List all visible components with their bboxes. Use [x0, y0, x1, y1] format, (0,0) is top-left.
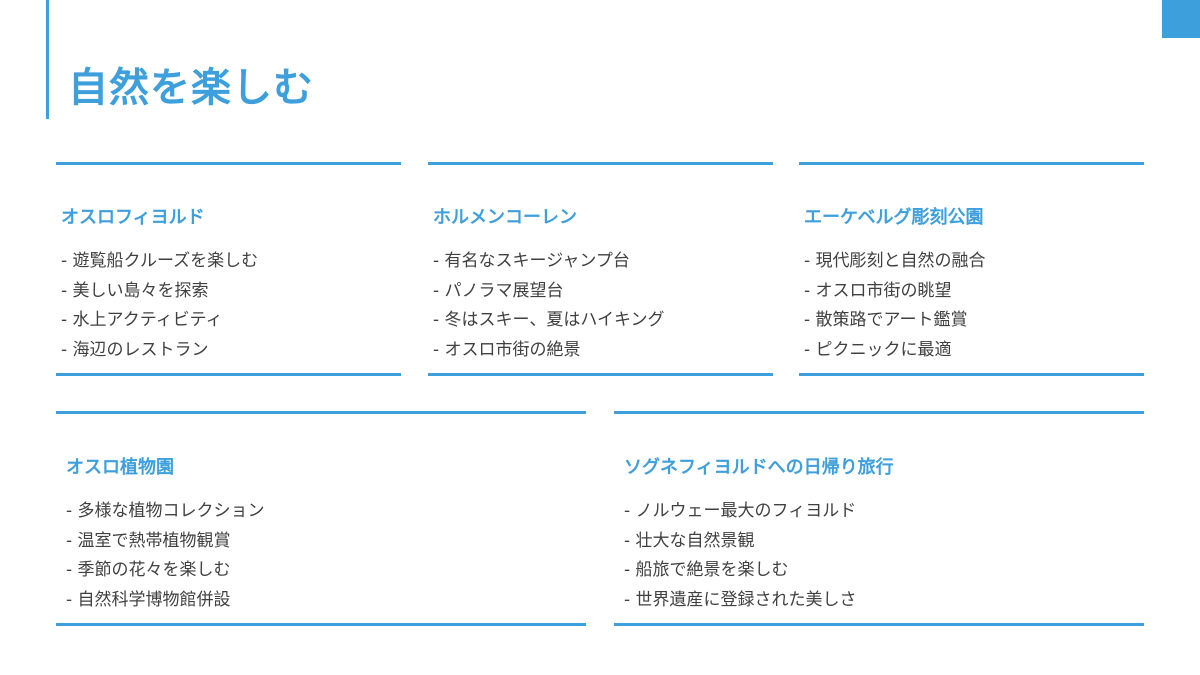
card-list: ノルウェー最大のフィヨルド 壮大な自然景観 船旅で絶景を楽しむ 世界遺産に登録さ…	[624, 497, 857, 615]
title-accent-bar	[46, 0, 49, 119]
list-item: 遊覧船クルーズを楽しむ	[61, 247, 259, 277]
corner-accent	[1162, 0, 1200, 38]
card-title: ホルメンコーレン	[433, 207, 577, 228]
card-title: エーケベルグ彫刻公園	[804, 207, 984, 228]
list-item: 多様な植物コレクション	[66, 497, 265, 527]
list-item: 海辺のレストラン	[61, 336, 258, 366]
card-sognefjord-day-trip: ソグネフィヨルドへの日帰り旅行 ノルウェー最大のフィヨルド 壮大な自然景観 船旅…	[614, 411, 1144, 626]
card-list: 有名なスキージャンプ台 パノラマ展望台 冬はスキー、夏はハイキング オスロ市街の…	[433, 247, 665, 365]
card-list: 多様な植物コレクション 温室で熱帯植物観賞 季節の花々を楽しむ 自然科学博物館併…	[66, 497, 265, 615]
list-item: オスロ市街の眺望	[804, 277, 986, 307]
list-item: 温室で熱帯植物観賞	[66, 527, 265, 557]
card-title: ソグネフィヨルドへの日帰り旅行	[624, 457, 894, 478]
card-botanical-garden: オスロ植物園 多様な植物コレクション 温室で熱帯植物観賞 季節の花々を楽しむ 自…	[56, 411, 586, 626]
list-item: 世界遺産に登録された美しさ	[624, 586, 857, 616]
card-holmenkollen: ホルメンコーレン 有名なスキージャンプ台 パノラマ展望台 冬はスキー、夏はハイキ…	[428, 162, 773, 376]
list-item: ピクニックに最適	[804, 336, 986, 366]
list-item: オスロ市街の絶景	[433, 336, 665, 366]
card-oslofjord: オスロフィヨルド 遊覧船クルーズを楽しむ 美しい島々を探索 水上アクティビティ …	[56, 162, 401, 376]
list-item: 季節の花々を楽しむ	[66, 556, 265, 586]
card-title: オスロフィヨルド	[61, 207, 205, 228]
card-list: 現代彫刻と自然の融合 オスロ市街の眺望 散策路でアート鑑賞 ピクニックに最適	[804, 247, 986, 365]
list-item: 現代彫刻と自然の融合	[804, 247, 986, 277]
card-title: オスロ植物園	[66, 457, 174, 478]
list-item: 壮大な自然景観	[624, 527, 857, 557]
list-item: ノルウェー最大のフィヨルド	[624, 497, 857, 527]
list-item: 美しい島々を探索	[61, 277, 258, 307]
list-item: 冬はスキー、夏はハイキング	[433, 306, 665, 336]
card-ekeberg-sculpture-park: エーケベルグ彫刻公園 現代彫刻と自然の融合 オスロ市街の眺望 散策路でアート鑑賞…	[799, 162, 1144, 376]
list-item: 水上アクティビティ	[61, 306, 258, 336]
list-item: 散策路でアート鑑賞	[804, 306, 986, 336]
list-item: パノラマ展望台	[433, 277, 665, 307]
page-title: 自然を楽しむ	[68, 65, 314, 111]
list-item: 船旅で絶景を楽しむ	[624, 556, 857, 586]
list-item: 有名なスキージャンプ台	[433, 247, 665, 277]
card-list: 遊覧船クルーズを楽しむ 美しい島々を探索 水上アクティビティ 海辺のレストラン	[61, 247, 259, 366]
list-item: 自然科学博物館併設	[66, 586, 265, 616]
